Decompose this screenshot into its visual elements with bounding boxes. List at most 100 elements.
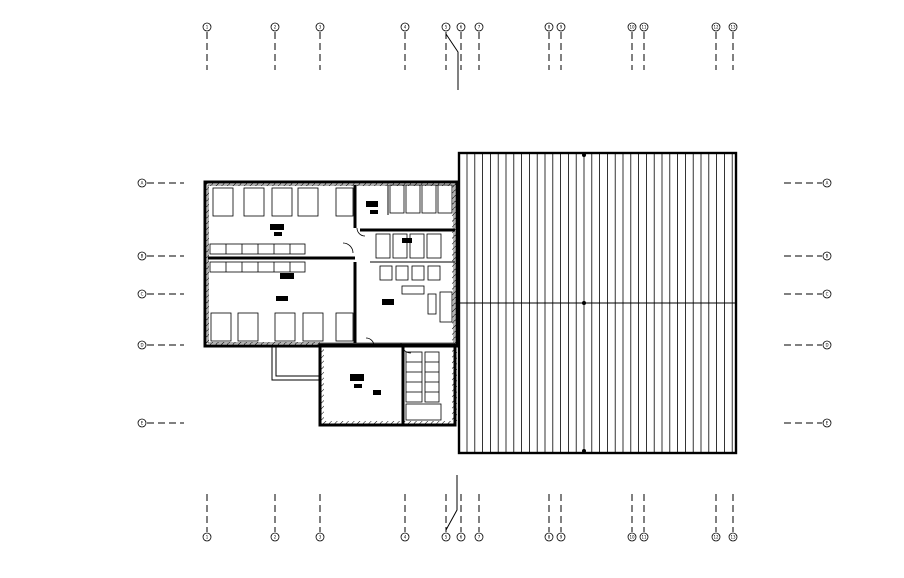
roof-marker (582, 449, 586, 453)
wc-cubicle (405, 184, 421, 214)
wc-cubicle (389, 184, 405, 214)
grid-axis-7-bottom-label: 7 (478, 535, 481, 540)
basin (395, 265, 409, 281)
grid-axis-10-bottom-label: 10 (629, 535, 635, 540)
grid-axis-D-right-bubble (822, 340, 832, 350)
room-tag-mark (382, 299, 394, 305)
grid-axis-2-bottom-bubble (270, 532, 280, 542)
grid-axis-3-top-bubble (315, 22, 325, 32)
grid-axis-9-bottom-label: 9 (560, 535, 563, 540)
table (401, 285, 425, 295)
grid-axis-9-top-bubble (556, 22, 566, 32)
grid-axis-5-top-bubble (441, 22, 451, 32)
bed (274, 312, 296, 342)
stair-flight (405, 351, 423, 403)
room-tag-mark (276, 296, 288, 301)
building-walls (203, 180, 459, 427)
grid-axis-10-bottom-bubble (627, 532, 637, 542)
grid-axis-1-top-bubble (202, 22, 212, 32)
grid-axis-3-bottom-bubble (315, 532, 325, 542)
grid-axis-12-top-bubble (711, 22, 721, 32)
wall-hatch-top (205, 182, 457, 186)
grid-axis-8-bottom-label: 8 (548, 535, 551, 540)
grid-axis-7-top-bubble (474, 22, 484, 32)
grid-axis-2-top-label: 2 (274, 25, 277, 30)
grid-axis-E-left-label: E (141, 421, 144, 426)
grid-axis-C-right-bubble (822, 289, 832, 299)
grid-axis-B-right-label: B (826, 254, 829, 259)
grid-axis-B-left-bubble (137, 251, 147, 261)
basin (379, 265, 393, 281)
grid-axis-2-bottom-label: 2 (274, 535, 277, 540)
room-tag-mark (280, 273, 294, 279)
bed (302, 312, 324, 342)
grid-axis-9-bottom-bubble (556, 532, 566, 542)
grid-axis-4-bottom-bubble (400, 532, 410, 542)
grid-axis-13-top-bubble (728, 22, 738, 32)
basin (411, 265, 425, 281)
door-swing (365, 337, 375, 347)
balcony-rail (271, 346, 320, 381)
wardrobe-row (209, 243, 306, 255)
bed (335, 187, 354, 217)
grid-axis-8-top-bubble (544, 22, 554, 32)
grid-axis-8-bottom-bubble (544, 532, 554, 542)
grid-axis-A-left-label: A (141, 181, 144, 186)
roof-marker (582, 153, 586, 157)
grid-axis-12-bottom-label: 12 (713, 535, 719, 540)
grid-axis-5-top-label: 5 (445, 25, 448, 30)
shower (392, 233, 408, 259)
room-tag-mark (366, 201, 378, 207)
room-tag-mark (373, 390, 381, 395)
grid-axis-A-right-label: A (826, 181, 829, 186)
grid-axis-9-top-label: 9 (560, 25, 563, 30)
grid-axis-4-top-bubble (400, 22, 410, 32)
grid-axis-1-bottom-bubble (202, 532, 212, 542)
grid-axis-1-top-label: 1 (206, 25, 209, 30)
door-swing (356, 227, 366, 237)
grid-axis-E-left-bubble (137, 418, 147, 428)
grid-axis-A-left-bubble (137, 178, 147, 188)
sofa (427, 293, 437, 315)
bed (335, 312, 354, 342)
axis-break-bottom (445, 475, 458, 531)
grid-axis-1-bottom-label: 1 (206, 535, 209, 540)
wardrobe-row (209, 261, 306, 273)
grid-axis-10-top-bubble (627, 22, 637, 32)
grid-axis-11-top-bubble (639, 22, 649, 32)
grid-axis-6-top-bubble (456, 22, 466, 32)
door-swing (400, 342, 412, 354)
grid-axis-11-bottom-label: 11 (641, 535, 647, 540)
landing (405, 403, 442, 421)
grid-axis-B-left-label: B (141, 254, 144, 259)
bed (297, 187, 319, 217)
grid-axis-13-top-label: 13 (730, 25, 736, 30)
axis-break-top (445, 33, 459, 90)
roof-marker (582, 301, 586, 305)
sofa (439, 291, 453, 323)
bed (243, 187, 265, 217)
grid-axis-12-bottom-bubble (711, 532, 721, 542)
grid-axis-C-left-label: C (141, 292, 144, 297)
grid-axis-C-left-bubble (137, 289, 147, 299)
wc-cubicle (421, 184, 437, 214)
grid-axis-E-right-bubble (822, 418, 832, 428)
grid-axis-12-top-label: 12 (713, 25, 719, 30)
grid-axis-13-bottom-label: 13 (730, 535, 736, 540)
bed (271, 187, 293, 217)
stair-flight (424, 351, 440, 403)
grid-axis-A-right-bubble (822, 178, 832, 188)
door-swing (342, 242, 354, 254)
grid-axis-4-top-label: 4 (404, 25, 407, 30)
grid-axis-7-top-label: 7 (478, 25, 481, 30)
grid-axis-8-top-label: 8 (548, 25, 551, 30)
grid-axis-6-top-label: 6 (460, 25, 463, 30)
grid-axis-10-top-label: 10 (629, 25, 635, 30)
bed (212, 187, 234, 217)
grid-axis-11-top-label: 11 (641, 25, 647, 30)
grid-axis-B-right-bubble (822, 251, 832, 261)
wall-hatch-left (205, 182, 209, 346)
grid-axis-E-right-label: E (826, 421, 829, 426)
